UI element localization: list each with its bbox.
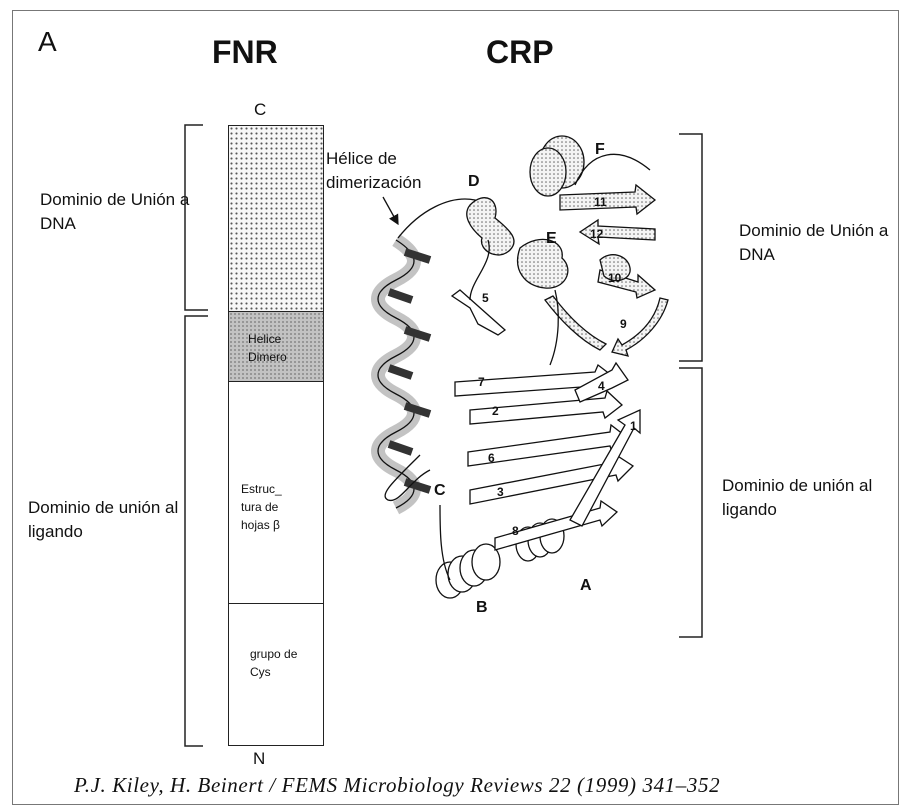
strand-8-number: 8 [512, 524, 519, 538]
strand-10-number: 10 [608, 271, 622, 285]
helix-e-ribbon [518, 239, 568, 288]
helix-a-letter: A [580, 577, 592, 594]
strand-6-number: 6 [488, 451, 495, 465]
strand-5 [452, 290, 505, 335]
strand-3-number: 3 [497, 485, 504, 499]
strand-4-number: 4 [598, 379, 605, 393]
helix-f-letter: F [595, 141, 605, 158]
strand-7-number: 7 [478, 375, 485, 389]
citation: P.J. Kiley, H. Beinert / FEMS Microbiolo… [74, 773, 720, 798]
strand-11-number: 11 [594, 195, 607, 209]
helix-e-letter: E [546, 230, 557, 247]
strand-11 [560, 185, 655, 214]
strand-2-number: 2 [492, 404, 499, 418]
helix-b-ribbon [436, 544, 500, 598]
strand-12-number: 12 [590, 227, 604, 241]
beta-sheet [452, 290, 640, 550]
helix-d-ribbon [467, 198, 514, 255]
strand-5-number: 5 [482, 291, 489, 305]
helix-pointer-arrow [383, 197, 398, 224]
helix-b-letter: B [476, 599, 488, 616]
strand-9-number: 9 [620, 317, 627, 331]
helix-c-ribbon [378, 240, 430, 508]
helix-c-letter: C [434, 482, 446, 499]
strand-1-number: 1 [630, 419, 637, 433]
helix-d-letter: D [468, 173, 480, 190]
